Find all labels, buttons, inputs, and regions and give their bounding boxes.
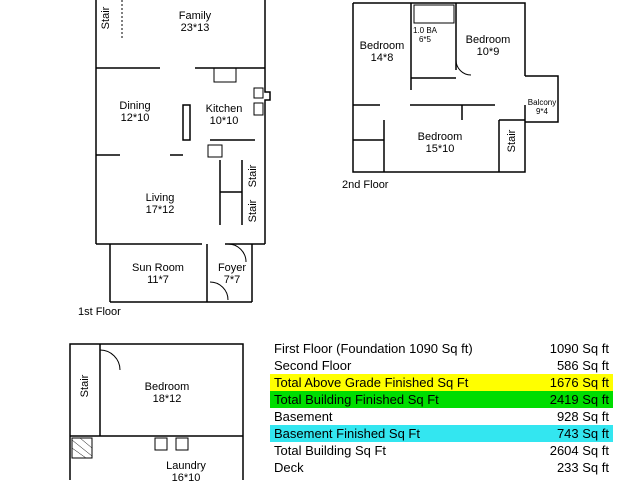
area-label: Total Above Grade Finished Sq Ft (274, 375, 469, 390)
room-name: Bedroom (359, 40, 405, 52)
room-name: Bedroom (465, 34, 511, 46)
area-row: Total Above Grade Finished Sq Ft 1676 Sq … (270, 374, 613, 391)
area-value: 586 Sq ft (556, 358, 609, 373)
stair-label: Stair (100, 6, 112, 30)
area-label: Basement Finished Sq Ft (274, 426, 420, 441)
room-dining: Dining 12*10 (105, 100, 165, 124)
area-value: 1676 Sq ft (549, 375, 609, 390)
area-summary-table: First Floor (Foundation 1090 Sq ft) 1090 … (270, 340, 613, 476)
room-sunroom: Sun Room 11*7 (125, 262, 191, 286)
room-name: Bedroom (417, 131, 463, 143)
area-label: Total Building Finished Sq Ft (274, 392, 439, 407)
room-dims: 10*9 (476, 46, 500, 58)
room-dims: 14*8 (370, 52, 394, 64)
room-dims: 7*7 (223, 274, 241, 286)
room-dims: 17*12 (145, 204, 175, 216)
room-balcony: Balcony 9*4 (527, 98, 557, 116)
stair-label: Stair (79, 374, 91, 398)
area-row: Basement Finished Sq Ft 743 Sq ft (270, 425, 613, 442)
area-label: First Floor (Foundation 1090 Sq ft) (274, 341, 473, 356)
room-bedroom-1: Bedroom 14*8 (352, 40, 412, 64)
stair-label: Stair (506, 129, 518, 153)
room-dims: 15*10 (425, 143, 455, 155)
room-name: Foyer (217, 262, 247, 274)
room-name: Family (178, 10, 212, 22)
area-value: 1090 Sq ft (549, 341, 609, 356)
room-foyer: Foyer 7*7 (212, 262, 252, 286)
room-family: Family 23*13 (165, 10, 225, 34)
room-name: 1.0 BA (412, 26, 437, 35)
room-kitchen: Kitchen 10*10 (194, 103, 254, 127)
room-dims: 18*12 (152, 393, 182, 405)
room-bedroom-2: Bedroom 10*9 (458, 34, 518, 58)
area-row: Total Building Finished Sq Ft 2419 Sq ft (270, 391, 613, 408)
room-dims: 11*7 (147, 274, 169, 286)
room-dims: 9*4 (535, 107, 548, 116)
stair-label: Stair (247, 164, 259, 188)
room-laundry: Laundry 16*10 (156, 460, 216, 484)
area-value: 743 Sq ft (556, 426, 609, 441)
room-name: Sun Room (132, 262, 184, 274)
room-name: Laundry (166, 460, 206, 472)
area-row: Second Floor 586 Sq ft (270, 357, 613, 374)
room-living: Living 17*12 (130, 192, 190, 216)
room-bedroom-3: Bedroom 15*10 (410, 131, 470, 155)
area-value: 2419 Sq ft (549, 392, 609, 407)
stair-label: Stair (247, 199, 259, 223)
area-row: First Floor (Foundation 1090 Sq ft) 1090 … (270, 340, 613, 357)
area-label: Deck (274, 460, 304, 475)
floor-caption-first: 1st Floor (78, 306, 121, 318)
room-dims: 6*5 (418, 35, 431, 44)
room-name: Living (145, 192, 175, 204)
area-value: 928 Sq ft (556, 409, 609, 424)
room-dims: 23*13 (180, 22, 210, 34)
room-dims: 12*10 (120, 112, 150, 124)
room-dims: 16*10 (171, 472, 201, 484)
area-label: Basement (274, 409, 333, 424)
room-basement-bedroom: Bedroom 18*12 (137, 381, 197, 405)
room-name: Bedroom (144, 381, 190, 393)
area-row: Deck 233 Sq ft (270, 459, 613, 476)
area-label: Total Building Sq Ft (274, 443, 387, 458)
area-row: Basement 928 Sq ft (270, 408, 613, 425)
area-value: 2604 Sq ft (549, 443, 609, 458)
room-dims: 10*10 (209, 115, 239, 127)
floor-caption-second: 2nd Floor (342, 179, 389, 191)
room-bath: 1.0 BA 6*5 (410, 26, 440, 44)
room-name: Kitchen (205, 103, 243, 115)
room-name: Balcony (527, 98, 557, 107)
area-label: Second Floor (274, 358, 352, 373)
room-name: Dining (119, 100, 151, 112)
area-row: Total Building Sq Ft 2604 Sq ft (270, 442, 613, 459)
area-value: 233 Sq ft (556, 460, 609, 475)
